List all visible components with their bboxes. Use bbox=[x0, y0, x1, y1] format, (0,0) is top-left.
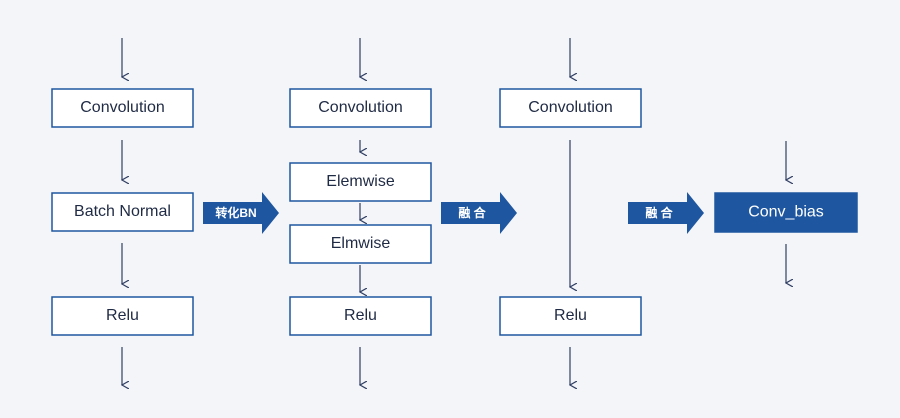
node-label: Elemwise bbox=[326, 173, 395, 190]
node-label: Relu bbox=[106, 307, 139, 324]
node-label: Batch Normal bbox=[74, 203, 171, 220]
node-label: Convolution bbox=[528, 99, 613, 116]
column-fully-fused: Conv_bias bbox=[714, 141, 858, 283]
transition-fuse-arrow-1: 融 合 bbox=[441, 192, 517, 234]
node-label: Relu bbox=[554, 307, 587, 324]
node-convolution: Convolution bbox=[499, 88, 642, 128]
node-relu: Relu bbox=[499, 296, 642, 336]
node-convolution: Convolution bbox=[51, 88, 194, 128]
node-label: Convolution bbox=[318, 99, 403, 116]
node-label: Conv_bias bbox=[748, 204, 824, 221]
node-elemwise: Elemwise bbox=[289, 162, 432, 202]
node-label: Elmwise bbox=[331, 235, 391, 252]
node-conv-bias: Conv_bias bbox=[714, 192, 858, 233]
transition-fuse-arrow-2: 融 合 bbox=[628, 192, 704, 234]
transition-label: 融 合 bbox=[458, 205, 486, 220]
column-elemwise-fused: Convolution Relu bbox=[499, 38, 642, 385]
transition-label: 转化BN bbox=[215, 205, 256, 220]
node-convolution: Convolution bbox=[289, 88, 432, 128]
node-elmwise: Elmwise bbox=[289, 224, 432, 264]
node-relu: Relu bbox=[289, 296, 432, 336]
node-batch-normal: Batch Normal bbox=[51, 192, 194, 232]
transition-convert-bn-arrow: 转化BN bbox=[203, 192, 279, 234]
node-relu: Relu bbox=[51, 296, 194, 336]
transition-label: 融 合 bbox=[645, 205, 673, 220]
node-label: Convolution bbox=[80, 99, 165, 116]
column-bn-converted: Convolution Elemwise Elmwise Relu bbox=[289, 38, 432, 385]
node-label: Relu bbox=[344, 307, 377, 324]
column-original: Convolution Batch Normal Relu bbox=[51, 38, 194, 385]
